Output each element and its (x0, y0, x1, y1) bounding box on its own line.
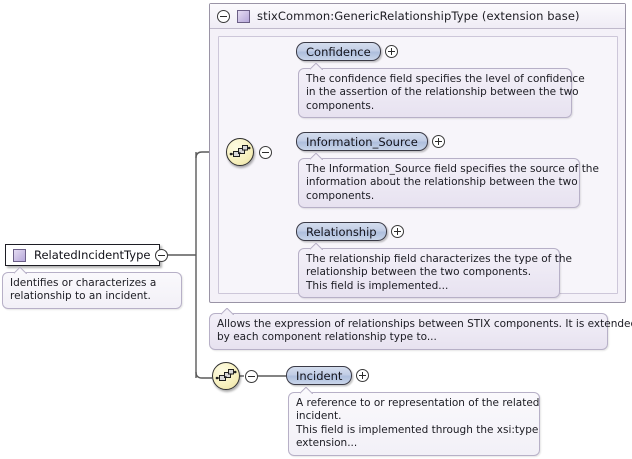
sequence-glyph (215, 369, 237, 381)
note-tail (300, 387, 313, 394)
annotation-information-source: The Information_Source field specifies t… (298, 158, 599, 209)
extension-base-title: stixCommon:GenericRelationshipType (exte… (257, 9, 580, 23)
annotation-relationship: The relationship field characterizes the… (298, 248, 572, 299)
element-relationship[interactable]: Relationship (296, 222, 404, 241)
sequence-icon-own-content[interactable] (212, 362, 240, 390)
extension-base-header[interactable]: stixCommon:GenericRelationshipType (exte… (210, 4, 625, 29)
annotation-extension-base: Allows the expression of relationships b… (209, 313, 632, 350)
plus-circle-icon-incident[interactable] (356, 369, 370, 382)
annotation-confidence: The confidence field specifies the level… (298, 68, 585, 119)
note-tail (14, 267, 27, 274)
minus-circle-icon-sequence-extension-base[interactable] (259, 145, 272, 159)
annotation-line: components. (306, 99, 375, 112)
note-tail (221, 308, 234, 315)
annotation-line: components. (306, 189, 375, 202)
element-label-confidence[interactable]: Confidence (296, 42, 381, 61)
annotation-line: The relationship field characterizes the… (306, 253, 572, 265)
annotation-line: in the assertion of the relationship bet… (306, 86, 579, 99)
annotation-line: by each component relationship type to..… (217, 331, 437, 344)
plus-circle-icon-confidence[interactable] (384, 45, 398, 58)
sequence-icon-extension-base[interactable] (226, 138, 254, 166)
note-tail (310, 153, 323, 160)
sequence-glyph (229, 145, 251, 157)
annotation-incident: A reference to or representation of the … (288, 392, 540, 456)
element-label-incident[interactable]: Incident (286, 366, 353, 385)
element-incident[interactable]: Incident (286, 366, 370, 385)
annotation-line: information about the relationship betwe… (306, 176, 578, 189)
plus-circle-icon-relationship[interactable] (390, 225, 404, 238)
type-box-related-incident-type[interactable]: RelatedIncidentType (5, 244, 161, 266)
element-label-relationship[interactable]: Relationship (296, 222, 387, 241)
type-box-label: RelatedIncidentType (34, 248, 151, 262)
annotation-line: Identifies or characterizes a (10, 277, 157, 289)
annotation-line: The Information_Source field specifies t… (306, 163, 599, 175)
annotation-line: A reference to or representation of the … (296, 397, 540, 409)
complex-type-icon-root (13, 248, 26, 262)
annotation-related-incident-type: Identifies or characterizes a relationsh… (2, 272, 182, 309)
annotation-line: This field is implemented... (306, 279, 449, 292)
element-label-information-source[interactable]: Information_Source (296, 132, 428, 151)
minus-circle-icon[interactable] (217, 9, 230, 23)
annotation-line: This field is implemented through the xs… (296, 423, 539, 436)
annotation-line: relationship between the two components. (306, 266, 532, 279)
annotation-line: incident. (296, 410, 342, 423)
annotation-line: The confidence field specifies the level… (306, 73, 585, 85)
annotation-line: extension... (296, 437, 358, 450)
annotation-line: Allows the expression of relationships b… (217, 318, 632, 330)
minus-circle-icon-root[interactable] (155, 248, 168, 262)
element-confidence[interactable]: Confidence (296, 42, 398, 61)
annotation-line: relationship to an incident. (10, 290, 151, 303)
note-tail (310, 63, 323, 70)
complex-type-icon (237, 9, 250, 23)
element-information-source[interactable]: Information_Source (296, 132, 445, 151)
minus-circle-icon-sequence-own-content[interactable] (245, 369, 258, 383)
note-tail (310, 243, 323, 250)
plus-circle-icon-information-source[interactable] (431, 135, 445, 148)
